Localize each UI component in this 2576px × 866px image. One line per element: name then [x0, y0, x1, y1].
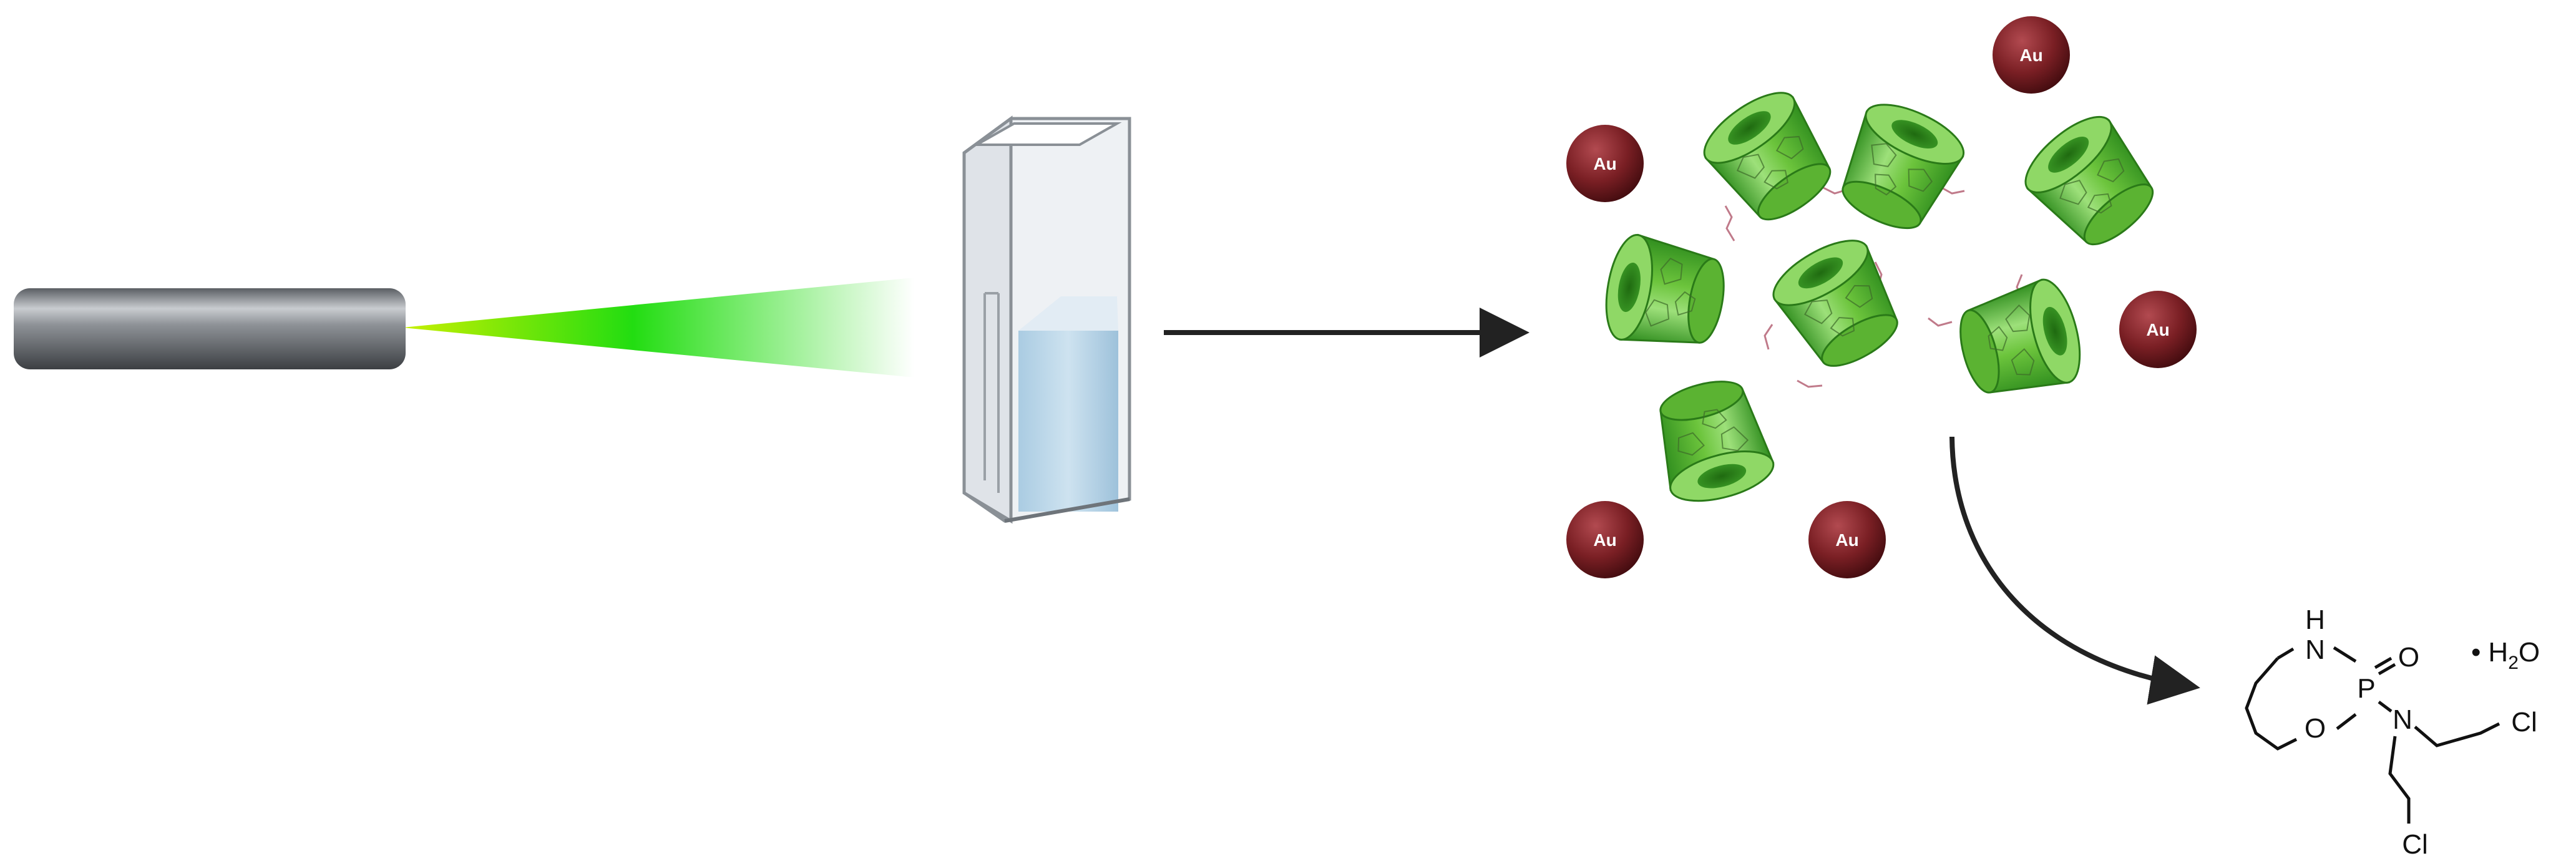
au-nanoparticle: Au — [1808, 501, 1886, 578]
atom-o-double: O — [2398, 642, 2419, 673]
svg-text:Au: Au — [1593, 154, 1616, 173]
au-nanoparticle: Au — [2119, 291, 2197, 368]
atom-cl1: Cl — [2511, 707, 2537, 737]
cuvette-liquid — [1018, 331, 1118, 512]
cyclophosphamide-structure — [2245, 646, 2500, 824]
molecule-labels: H N P O O N Cl Cl •H2O — [2305, 605, 2540, 860]
atom-o-ring: O — [2305, 713, 2326, 744]
cyclodextrin-ring — [1645, 370, 1780, 512]
laser-rod — [14, 288, 406, 369]
cyclodextrin-ring — [1825, 91, 1973, 243]
atom-n1: N — [2305, 635, 2325, 665]
cyclodextrin-ring — [1949, 273, 2091, 408]
cyclodextrin-ring — [2013, 103, 2171, 262]
atom-n2: N — [2393, 704, 2413, 735]
atom-cl2: Cl — [2402, 829, 2428, 860]
atom-h: H — [2305, 605, 2325, 635]
release-arrow — [1949, 436, 2200, 705]
cyclodextrin-ring — [1763, 226, 1915, 382]
cyclodextrin-ring — [1598, 230, 1732, 357]
cyclodextrin-ring — [1692, 79, 1848, 236]
cuvette — [962, 115, 1131, 524]
svg-text:Au: Au — [2146, 320, 2169, 339]
au-nanoparticle: Au — [1566, 501, 1644, 578]
atom-p: P — [2357, 673, 2375, 704]
au-nanoparticle: Au — [1993, 16, 2070, 94]
au-nanoparticle: Au — [1566, 125, 1644, 202]
laser-beam — [402, 278, 914, 377]
svg-text:Au: Au — [1593, 530, 1616, 550]
svg-text:Au: Au — [2019, 46, 2042, 65]
hydrate-label: •H2O — [2471, 637, 2540, 673]
laser — [14, 278, 914, 377]
svg-text:Au: Au — [1835, 530, 1858, 550]
